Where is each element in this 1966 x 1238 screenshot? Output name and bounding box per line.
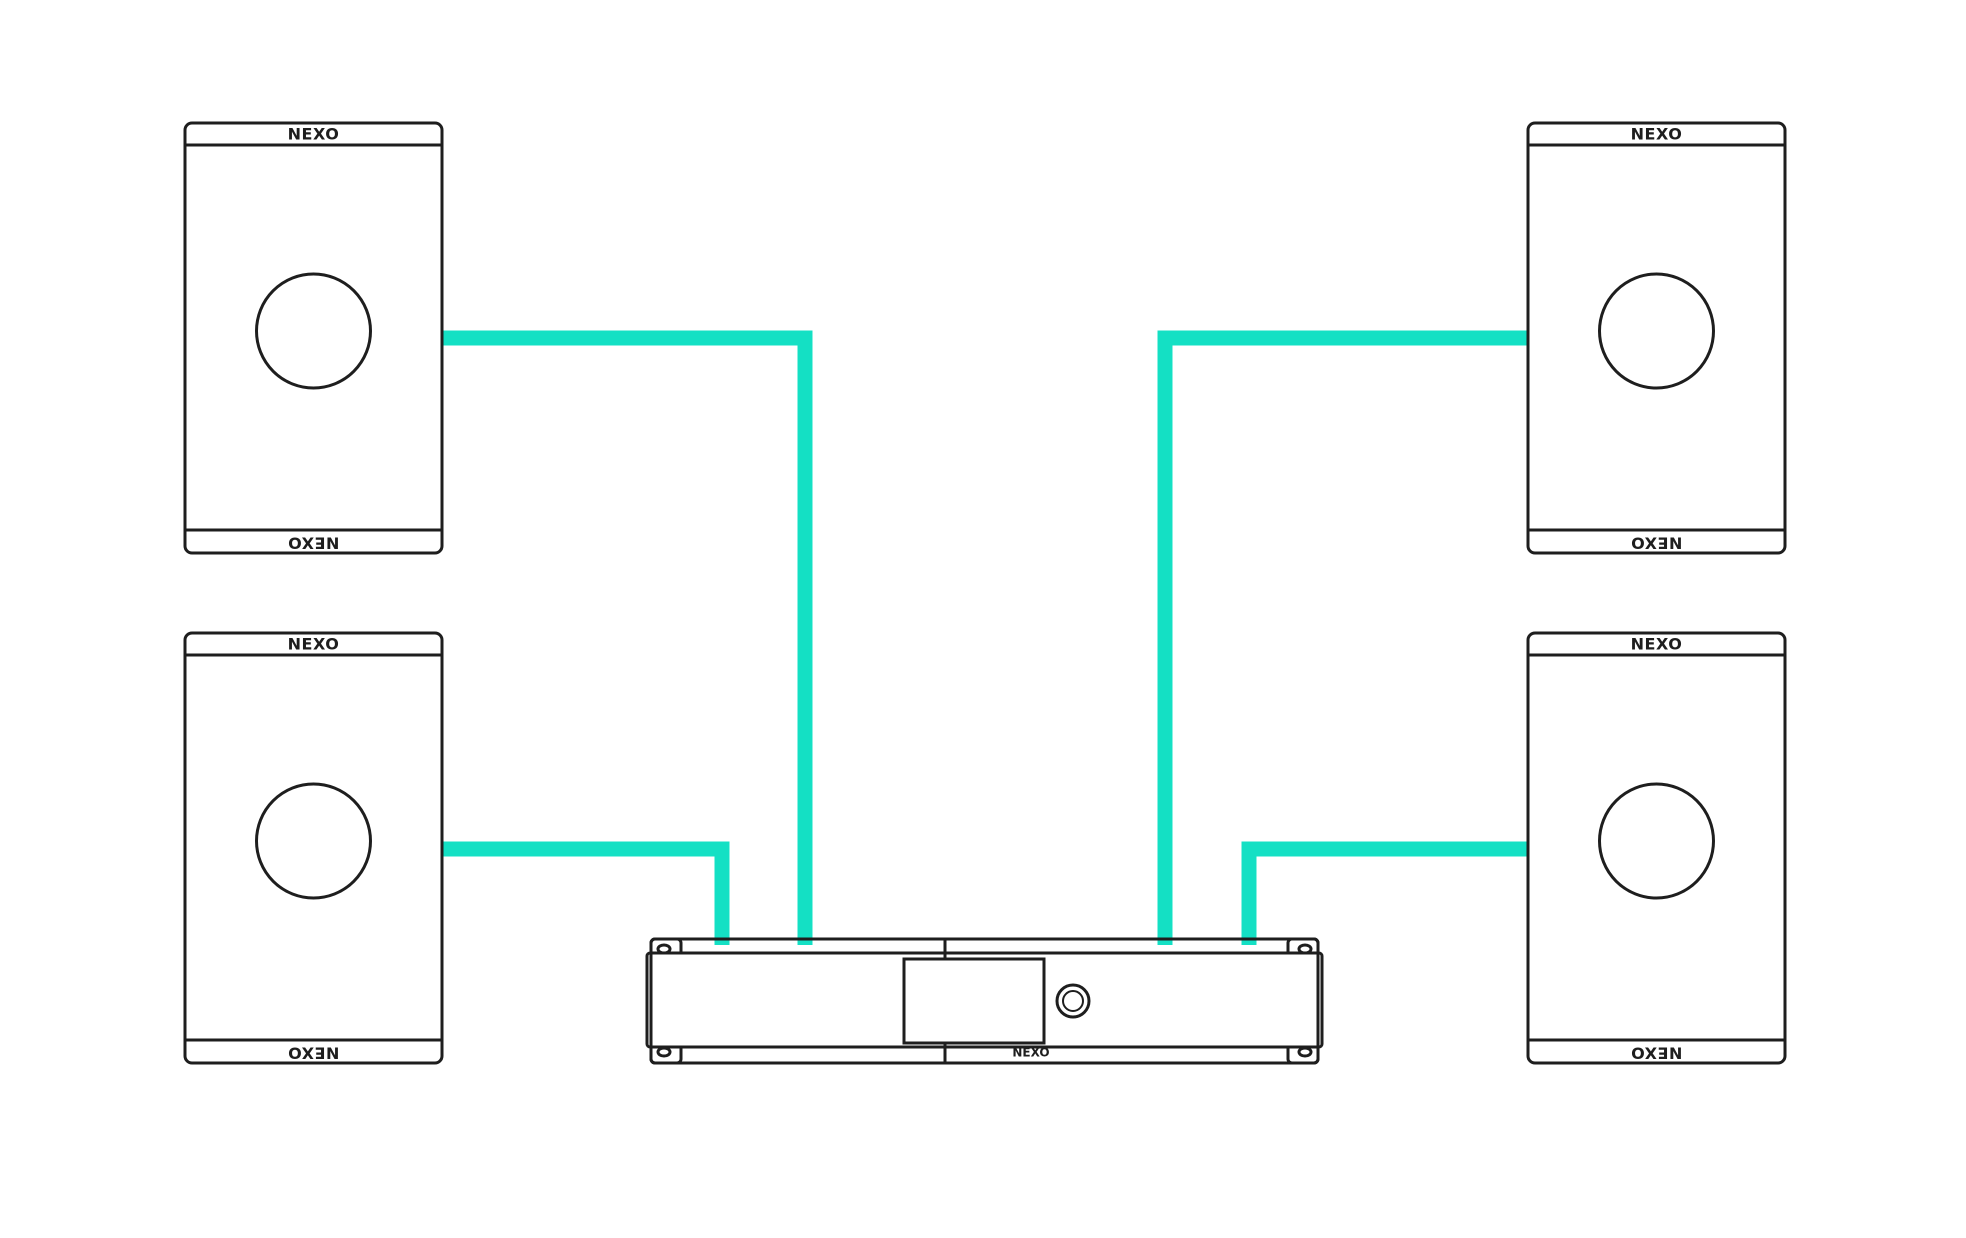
speaker-driver bbox=[1598, 272, 1715, 390]
rotary-knob-inner bbox=[1062, 990, 1084, 1012]
display-screen bbox=[902, 957, 1046, 1045]
speaker-logo-top: NEXO bbox=[288, 125, 340, 144]
speaker-logo-top: NEXO bbox=[1631, 125, 1683, 144]
amplifier-logo: NEXO bbox=[1012, 1046, 1049, 1060]
cable-top-left bbox=[443, 330, 813, 945]
speaker-driver bbox=[255, 272, 372, 390]
speaker-bottom-left: NEXO NEXO bbox=[183, 631, 444, 1065]
mount-hole-bottom-left bbox=[656, 1046, 672, 1058]
speaker-logo-bottom: NEXO bbox=[1631, 1044, 1683, 1063]
speaker-bottom-right: NEXO NEXO bbox=[1526, 631, 1787, 1065]
mount-hole-top-right bbox=[1297, 943, 1313, 955]
cable-bottom-left bbox=[443, 841, 730, 945]
speaker-top-right: NEXO NEXO bbox=[1526, 121, 1787, 555]
speaker-cabinet bbox=[1526, 121, 1787, 555]
cable-bottom-right bbox=[1241, 841, 1527, 945]
speaker-driver bbox=[1598, 782, 1715, 900]
speaker-logo-bottom: NEXO bbox=[288, 534, 340, 553]
speaker-logo-bottom: NEXO bbox=[288, 1044, 340, 1063]
mount-hole-bottom-right bbox=[1297, 1046, 1313, 1058]
speaker-cabinet bbox=[1526, 631, 1787, 1065]
rotary-knob-outer bbox=[1055, 983, 1091, 1019]
speaker-logo-bottom: NEXO bbox=[1631, 534, 1683, 553]
speaker-top-left: NEXO NEXO bbox=[183, 121, 444, 555]
cables bbox=[443, 330, 1527, 945]
amplifier-front-panel bbox=[649, 937, 1320, 1065]
mount-hole-top-left bbox=[656, 943, 672, 955]
speaker-cabinet bbox=[183, 631, 444, 1065]
speaker-driver bbox=[255, 782, 372, 900]
amplifier-unit: NEXO bbox=[645, 937, 1324, 1065]
speaker-logo-top: NEXO bbox=[288, 635, 340, 654]
speaker-logo-top: NEXO bbox=[1631, 635, 1683, 654]
cable-top-right bbox=[1157, 330, 1527, 945]
speaker-cabinet bbox=[183, 121, 444, 555]
